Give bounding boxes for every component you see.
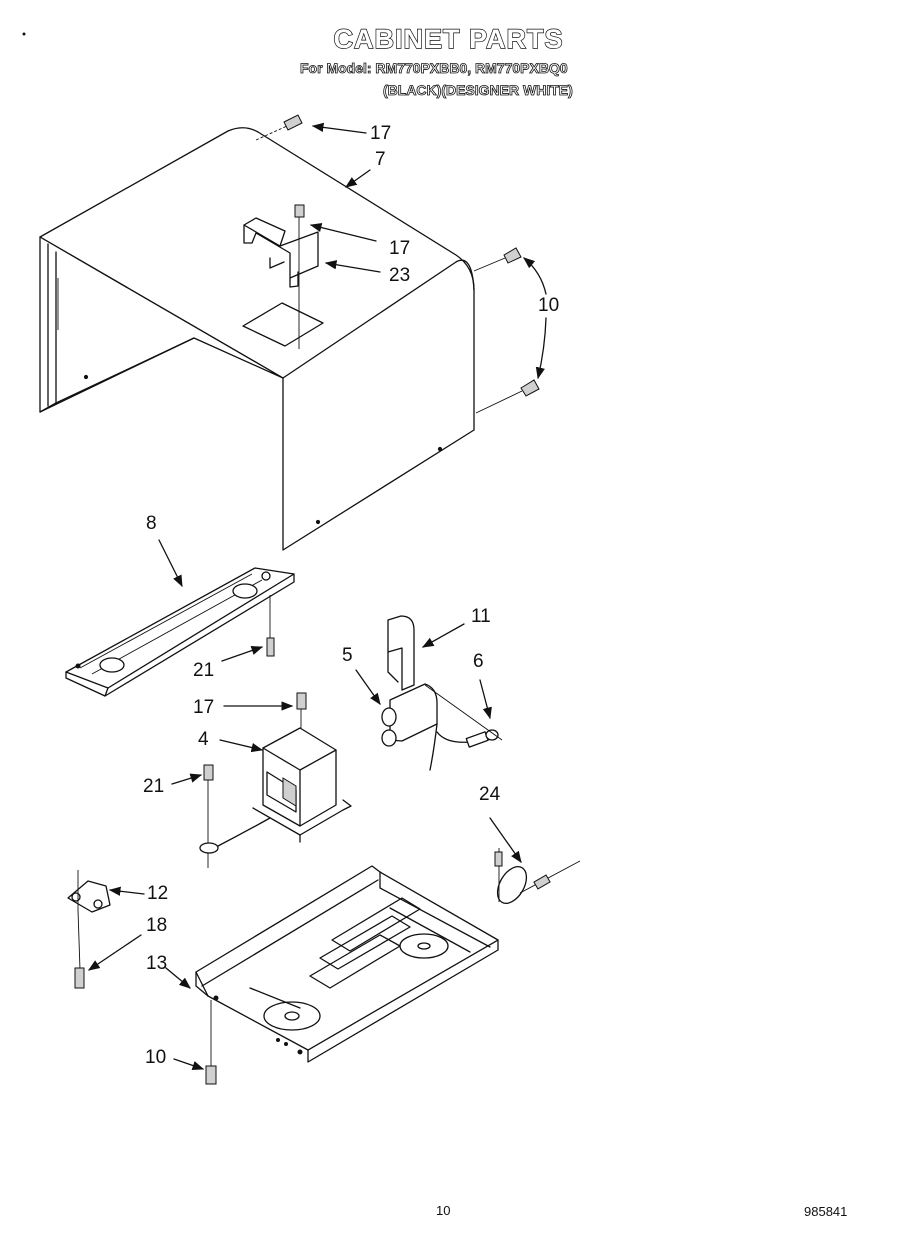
callout-17-top-screw: 17 bbox=[370, 123, 392, 144]
callout-10-base-screw: 10 bbox=[145, 1047, 167, 1068]
callout-18-bracket-screw: 18 bbox=[146, 915, 168, 936]
cabinet-top-screw bbox=[255, 114, 303, 141]
transformer bbox=[252, 727, 352, 843]
callout-10-side-screws: 10 bbox=[538, 295, 560, 316]
transformer-screw bbox=[296, 692, 307, 728]
document-number: 985841 bbox=[804, 1204, 848, 1219]
callout-6-diode: 6 bbox=[473, 651, 484, 672]
callout-12-small-bracket: 12 bbox=[147, 883, 169, 904]
thermal-fuse bbox=[494, 848, 581, 904]
diode bbox=[424, 684, 503, 741]
callout-21-ground-screw: 21 bbox=[143, 776, 165, 797]
callout-17-transformer-screw: 17 bbox=[193, 697, 215, 718]
callout-7-cabinet: 7 bbox=[375, 149, 386, 170]
callout-4-transformer: 4 bbox=[198, 729, 209, 750]
capacitor-bracket bbox=[387, 615, 415, 691]
base-plate-screw bbox=[205, 1000, 217, 1085]
callout-23-bracket: 23 bbox=[389, 265, 411, 286]
leader-arrows bbox=[88, 122, 547, 1070]
callout-8-rail: 8 bbox=[146, 513, 157, 534]
callout-21-rail-screw: 21 bbox=[193, 660, 215, 681]
rail-screw bbox=[266, 595, 275, 657]
cabinet-side-screw-upper bbox=[473, 247, 522, 272]
bracket-screw bbox=[294, 204, 305, 349]
page-number: 10 bbox=[436, 1203, 451, 1218]
stray-dot bbox=[22, 32, 26, 36]
high-voltage-capacitor bbox=[381, 683, 489, 771]
ground-screw bbox=[199, 764, 271, 868]
diagram-title: CABINET PARTS bbox=[333, 23, 564, 54]
base-plate bbox=[195, 865, 499, 1063]
model-colors: (BLACK)(DESIGNER WHITE) bbox=[383, 82, 574, 99]
small-bracket-screw bbox=[74, 967, 85, 989]
callout-17-bracket-screw: 17 bbox=[389, 238, 411, 259]
callout-13-base-plate: 13 bbox=[146, 953, 168, 974]
small-bracket bbox=[67, 870, 111, 971]
cabinet-wrapper bbox=[39, 127, 475, 551]
model-numbers: For Model: RM770PXBB0, RM770PXBQ0 bbox=[300, 60, 568, 77]
cabinet-side-screw-lower bbox=[475, 379, 540, 414]
callout-24-thermal-fuse: 24 bbox=[479, 784, 501, 805]
callout-11-capacitor-bracket: 11 bbox=[471, 606, 491, 627]
base-rail bbox=[65, 567, 295, 697]
callout-5-capacitor: 5 bbox=[342, 645, 353, 666]
